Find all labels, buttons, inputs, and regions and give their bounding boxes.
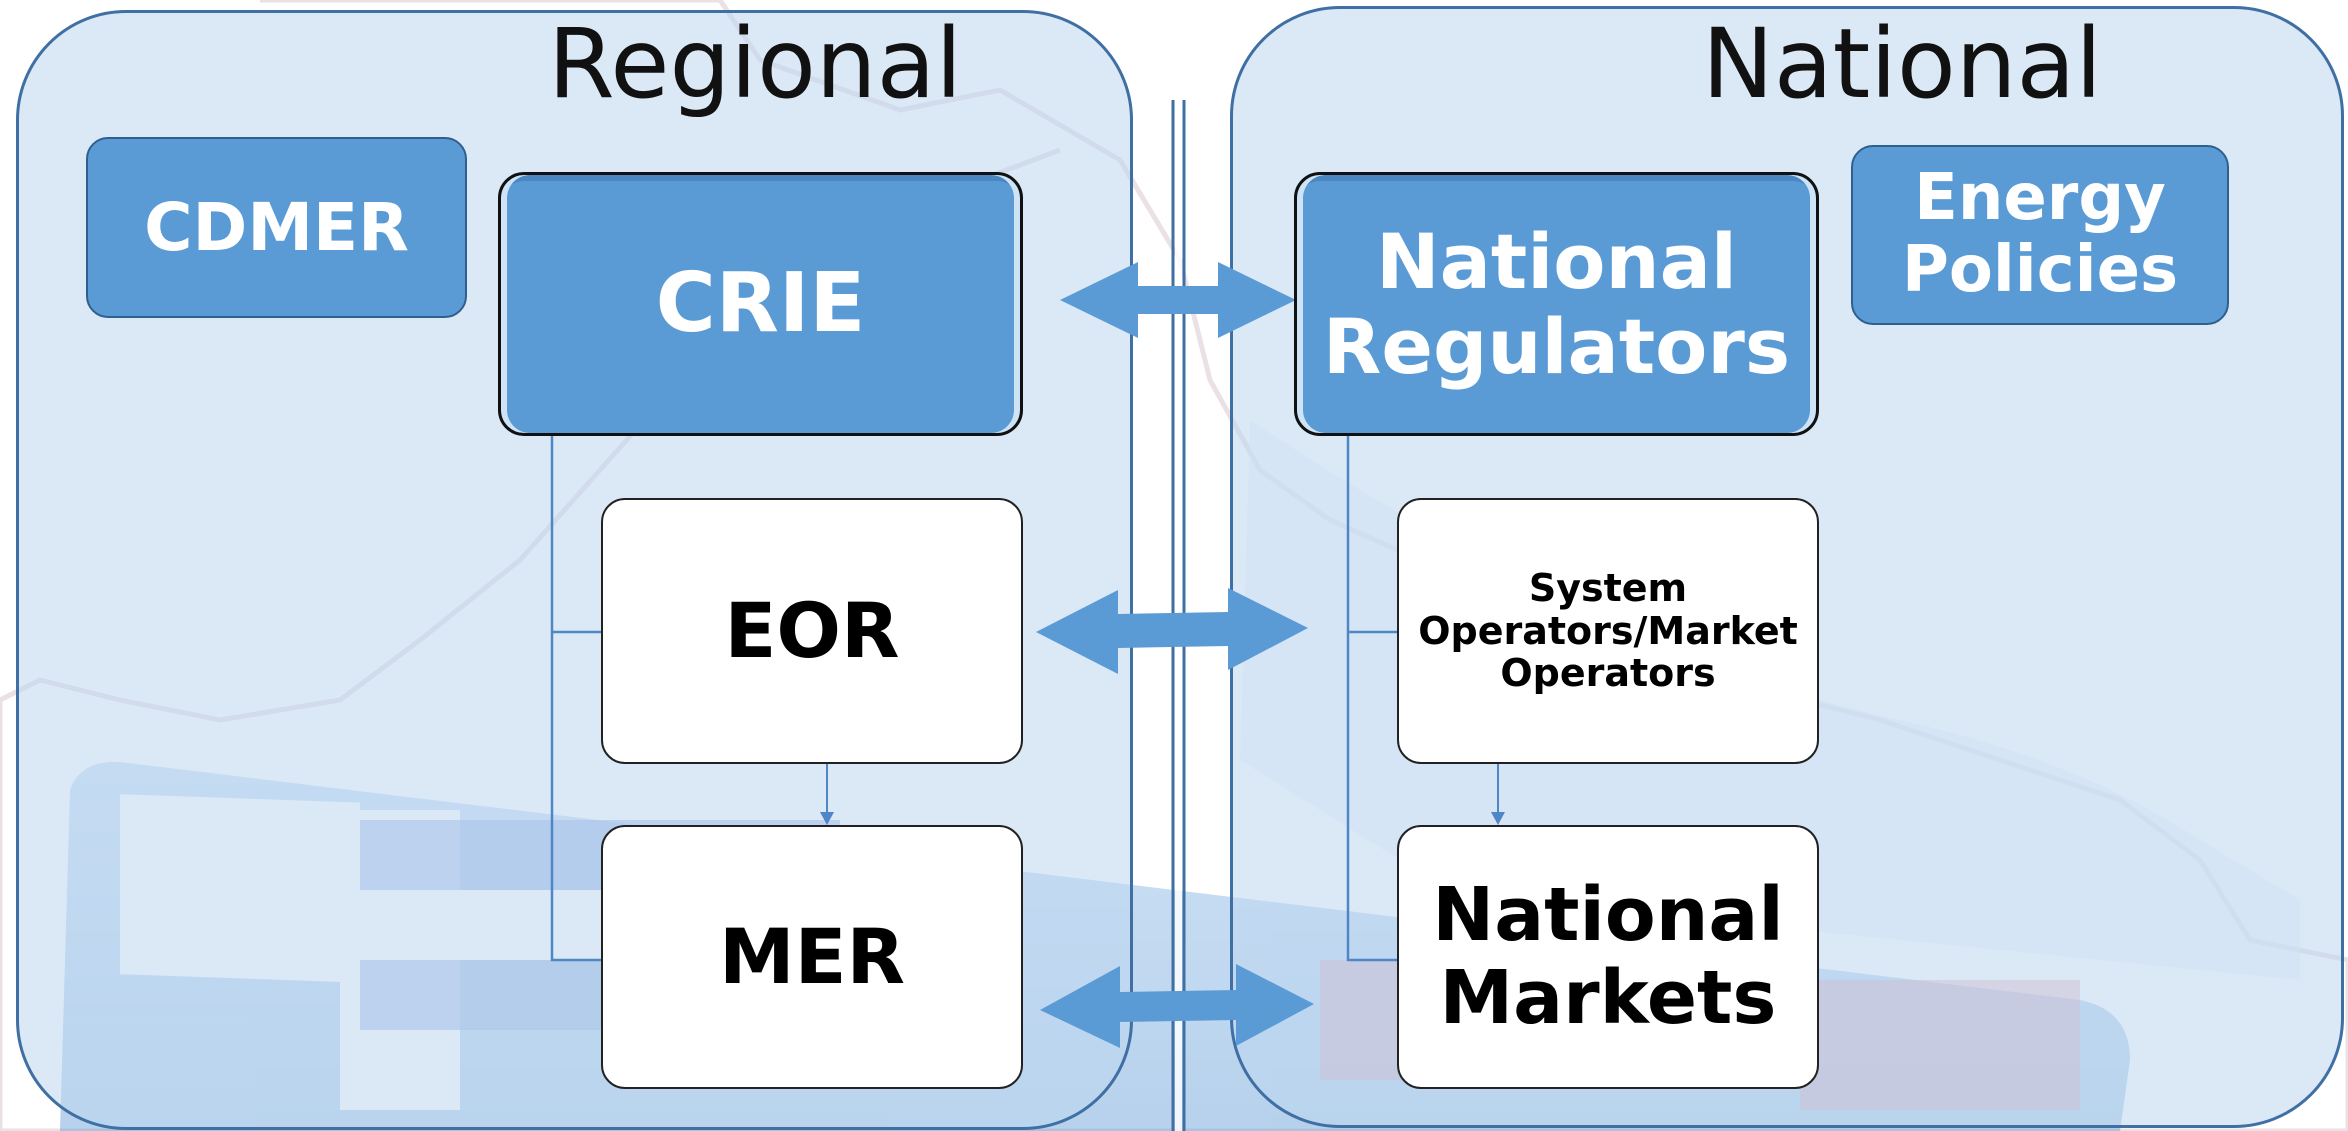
eor-label: EOR — [724, 586, 900, 676]
regional-title: Regional — [548, 8, 963, 120]
mer-box: MER — [601, 825, 1023, 1089]
crie-label: CRIE — [655, 256, 866, 352]
energy-policies-label-line1: Energy — [1914, 161, 2166, 236]
national-markets-box: National Markets — [1397, 825, 1819, 1089]
cdmer-label: CDMER — [144, 188, 409, 266]
eor-box: EOR — [601, 498, 1023, 764]
system-operators-box: System Operators/Market Operators — [1397, 498, 1819, 764]
crie-box: CRIE — [498, 172, 1023, 436]
system-operators-label-line1: System — [1528, 566, 1688, 611]
energy-policies-label-line2: Policies — [1901, 233, 2179, 307]
national-title: National — [1702, 8, 2103, 120]
national-regulators-label-line2: Regulators — [1322, 302, 1791, 391]
national-regulators-label-line1: National — [1376, 216, 1737, 306]
national-markets-label-line2: Markets — [1439, 955, 1777, 1041]
national-markets-label-line1: National — [1432, 872, 1784, 959]
mer-label: MER — [718, 912, 906, 1002]
national-regulators-box: National Regulators — [1294, 172, 1819, 436]
system-operators-label-line3: Operators — [1500, 651, 1716, 696]
energy-policies-box: Energy Policies — [1851, 145, 2229, 325]
cdmer-box: CDMER — [86, 137, 467, 318]
system-operators-label-line2: Operators/Market — [1418, 608, 1798, 653]
